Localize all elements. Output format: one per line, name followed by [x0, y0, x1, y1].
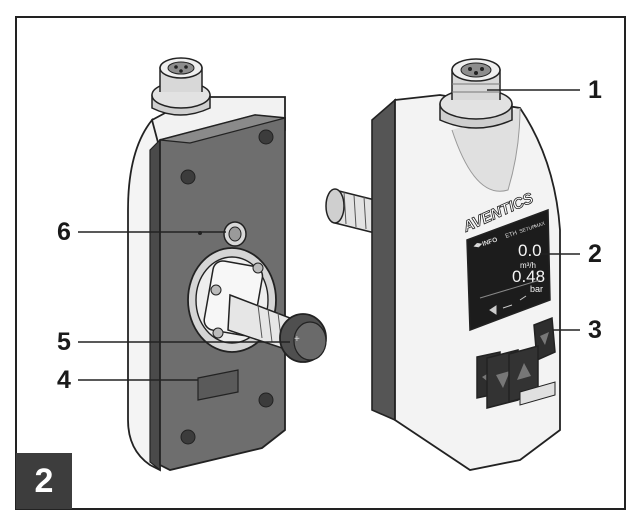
callout-6: 6 — [57, 218, 71, 246]
callout-2: 2 — [588, 240, 602, 268]
front-view-device: AVENTICS ◀▶ INFO ETH SETUP MAX 0.0 m³/h … — [325, 58, 561, 471]
figure-frame — [15, 16, 626, 510]
ground-screw — [223, 221, 247, 247]
callout-4: 4 — [57, 366, 71, 394]
svg-text:◀▶: ◀▶ — [473, 241, 484, 250]
display-pressure-unit: bar — [530, 284, 543, 294]
side-button — [533, 316, 556, 362]
lcd-display: ◀▶ INFO ETH SETUP MAX 0.0 m³/h 0.48 bar — [466, 208, 551, 332]
display-header-setup: SETUP — [519, 224, 537, 235]
callout-5: 5 — [57, 328, 71, 356]
figure-number-badge: 2 — [16, 453, 72, 509]
display-flow-unit: m³/h — [520, 261, 536, 270]
m12-connector-rear — [151, 57, 211, 116]
m12-connector-front — [439, 58, 513, 129]
display-flow-value: 0.0 — [518, 241, 542, 260]
svg-text:+: + — [294, 334, 300, 345]
display-menu-label: INFO — [481, 236, 498, 247]
keypad — [476, 345, 556, 409]
leader-lines — [78, 89, 580, 381]
rear-view-device: + — [127, 57, 327, 472]
pressure-port-cap: + — [279, 313, 327, 363]
label-area — [197, 369, 239, 401]
callout-1: 1 — [588, 76, 602, 104]
callout-3: 3 — [588, 316, 602, 344]
display-header-max: MAX — [534, 221, 547, 230]
display-header-eth: ETH — [505, 230, 518, 239]
